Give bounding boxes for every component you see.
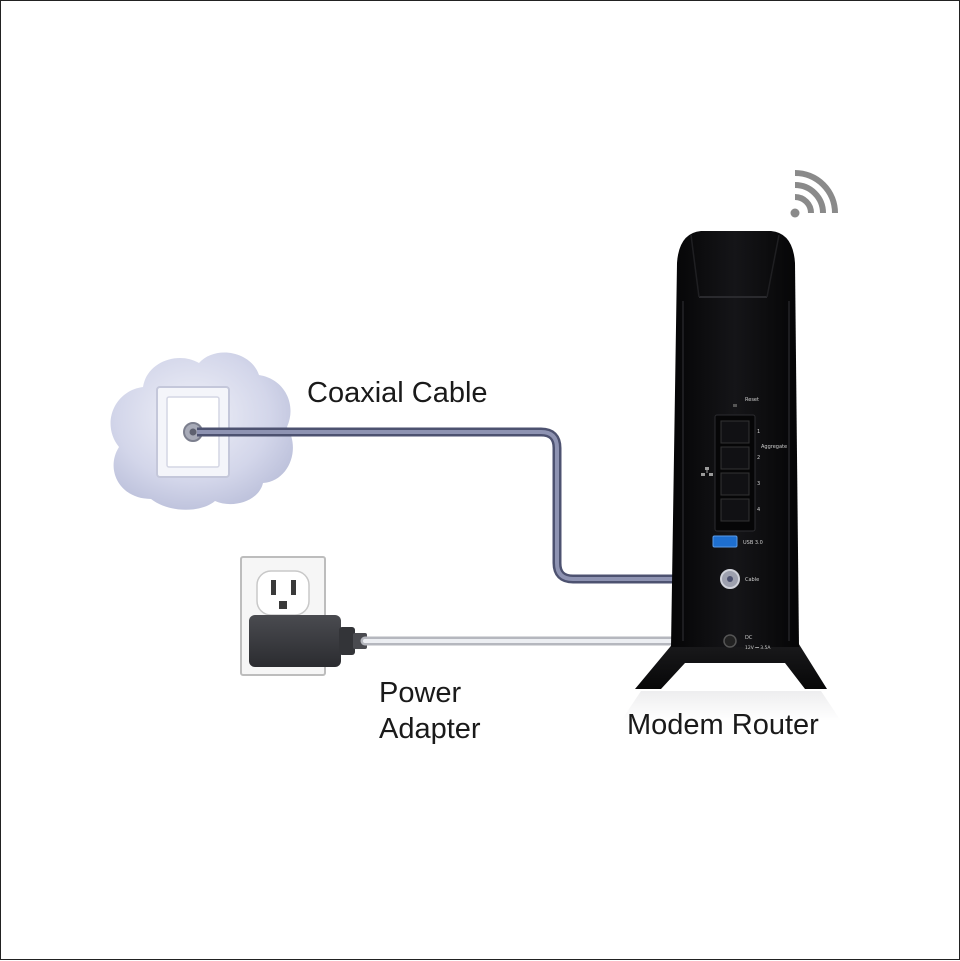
coax-wall-jack-icon: [156, 386, 230, 478]
power-adapter-label-line2: Adapter: [379, 713, 481, 745]
reset-button: [733, 404, 737, 407]
power-adapter-label-line1: Power: [379, 677, 462, 709]
usb-port: [712, 535, 738, 548]
lan-port-2-label: 2: [757, 455, 760, 461]
ethernet-ports: [714, 414, 756, 532]
dc-label: DC: [745, 635, 753, 641]
power-adapter: [249, 615, 367, 667]
power-adapter-label: Power Adapter: [379, 675, 481, 747]
dc-jack: [723, 634, 737, 648]
coaxial-cable: [197, 427, 725, 584]
coaxial-cable-label: Coaxial Cable: [307, 377, 488, 409]
lan-port-4-label: 4: [757, 507, 760, 513]
modem-router-label: Modem Router: [627, 709, 819, 741]
dc-rating-label: 12V ⎓ 3.5A: [745, 645, 771, 651]
usb-label: USB 3.0: [743, 540, 763, 546]
reset-label: Reset: [745, 397, 759, 403]
modem-router: Reset 1 Aggregate 2 3 4 USB 3.0: [621, 231, 841, 721]
lan-port-3-label: 3: [757, 481, 760, 487]
cable-port-label: Cable: [745, 577, 759, 583]
aggregate-label: Aggregate: [761, 444, 787, 450]
wifi-icon: [790, 170, 838, 218]
ethernet-icon: [701, 467, 713, 476]
lan-port-1-label: 1: [757, 429, 760, 435]
